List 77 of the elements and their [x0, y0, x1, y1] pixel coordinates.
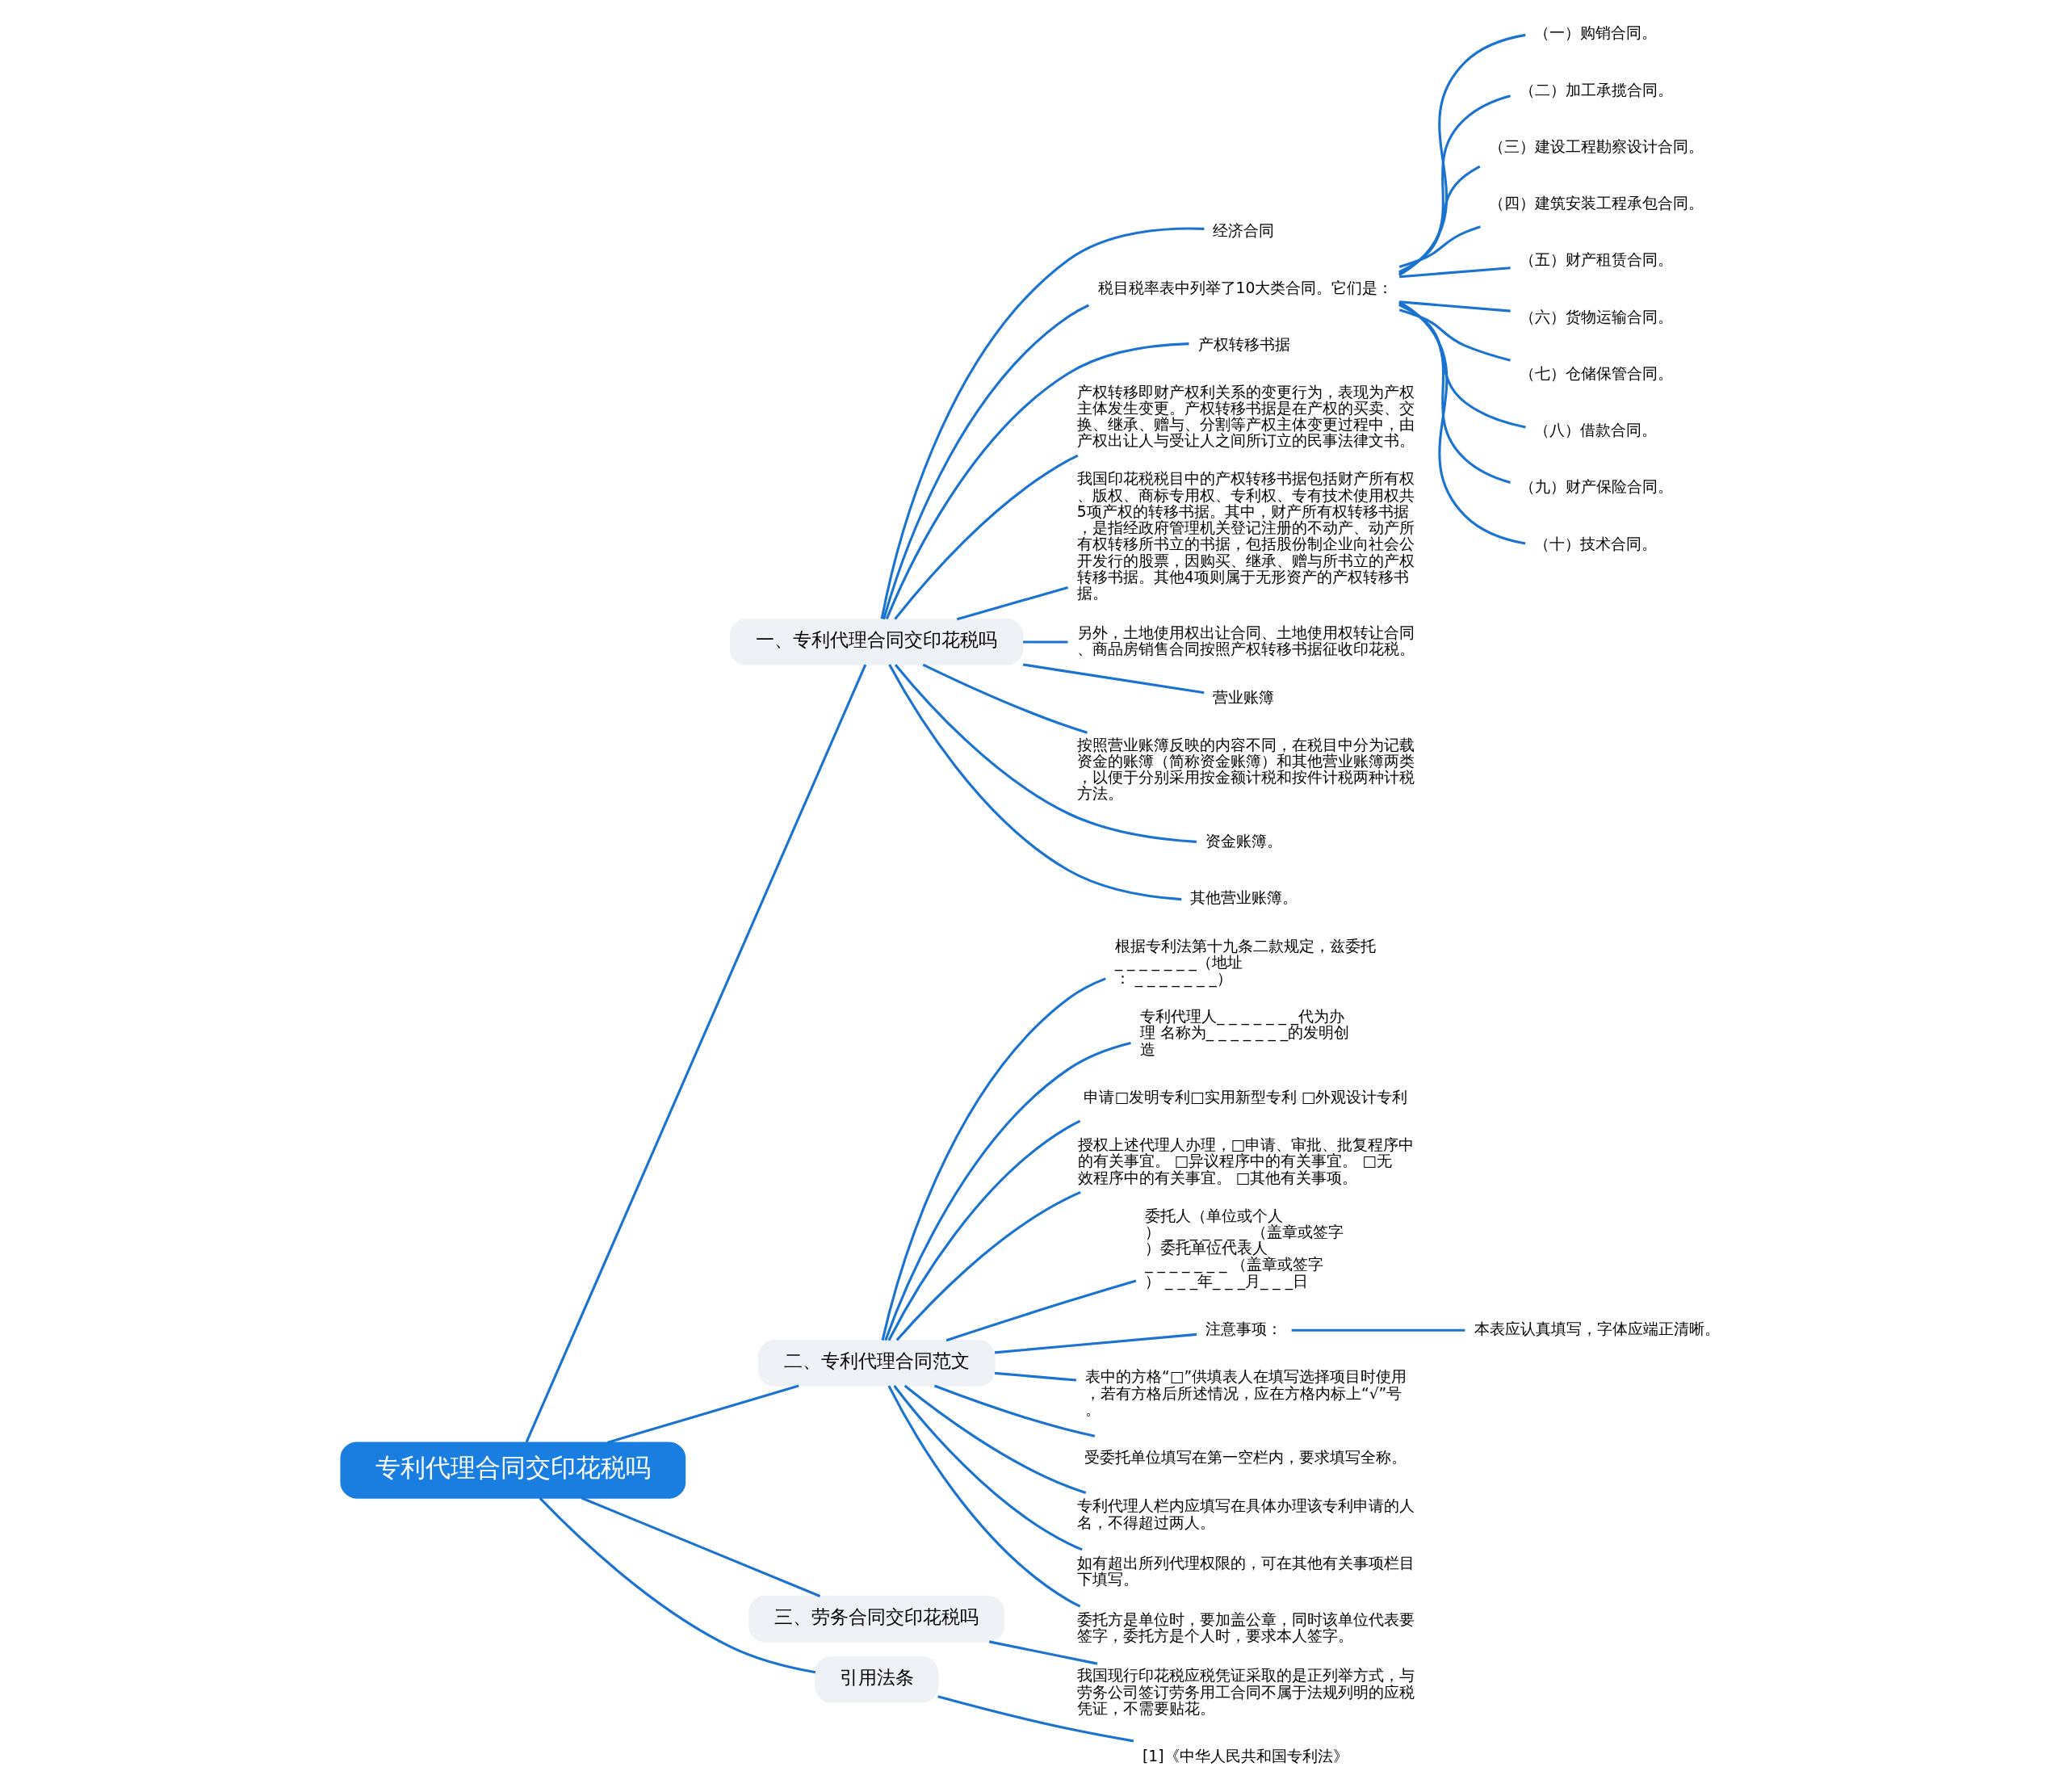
connector: [922, 663, 1088, 734]
node-text: 表中的方格“□”供填表人在填写选择项目时使用，若有方格后所述情况，应在方格内标上“√”号。: [1085, 1368, 1407, 1418]
connector: [1398, 165, 1481, 274]
connector: [1398, 308, 1511, 362]
connector: [937, 1695, 1134, 1743]
node-text: （七）仓储保管合同。: [1519, 364, 1673, 382]
node-text: 按照营业账簿反映的内容不同，在税目中分为记载资金的账簿（简称资金账簿）和其他营业账簿两类，以便于分别采用按金额计税和按件计税两种计税方法。: [1076, 736, 1415, 803]
node-text: 申请□发明专利□实用新型专利 □外观设计专利: [1084, 1088, 1408, 1106]
connector: [1023, 640, 1068, 644]
connector: [1291, 1328, 1465, 1332]
connector: [1399, 266, 1511, 279]
connector: [888, 664, 1182, 901]
connector: [893, 1385, 1083, 1551]
connector: [887, 1385, 1081, 1608]
node-text: 根据专利法第十九条二款规定，兹委托_ _ _ _ _ _ _（地址： _ _ _ _ _ _ _）: [1114, 937, 1376, 988]
node-text: 受委托单位填写在第一空栏内，要求填写全称。: [1084, 1449, 1407, 1467]
node-text: 授权上述代理人办理，□申请、审批、批复程序中的有关事宜。 □异议程序中的有关事宜。 □无效程序中的有关事宜。 □其他有关事项。: [1077, 1136, 1415, 1186]
connector: [894, 664, 1197, 843]
node-text: （一）购销合同。: [1534, 24, 1658, 42]
connector: [887, 1119, 1081, 1341]
node-text: 我国现行印花税应税凭证采取的是正列举方式，与劳务公司签订劳务用工合同不属于法规列明的应税凭证，不需要贴花。: [1076, 1667, 1415, 1717]
node-text: 营业账簿: [1213, 689, 1275, 707]
node-text: 另外，土地使用权出让合同、土地使用权转让合同、商品房销售合同按照产权转移书据征收印花税。: [1076, 623, 1415, 657]
node-text: （十）技术合同。: [1534, 535, 1658, 552]
connector: [994, 1371, 1077, 1382]
node-text: （四）建筑安装工程承包合同。: [1489, 195, 1704, 212]
node-text: 委托人（单位或个人） _ _ _ _ _ _ _ （盖章或签字）委托单位代表人_ _ _ _ _ _ _ （盖章或签字） _ _ _年_ _ _月_ _ _日: [1145, 1207, 1344, 1290]
node-text: （八）借款合同。: [1534, 422, 1658, 439]
connector: [525, 664, 867, 1443]
node-text: （六）货物运输合同。: [1519, 308, 1673, 325]
connector: [581, 1496, 821, 1597]
node-text: （三）建设工程勘察设计合同。: [1489, 137, 1704, 155]
connector: [933, 1384, 1096, 1437]
connector: [994, 1332, 1197, 1354]
node-text: 经济合同: [1213, 222, 1275, 240]
node-text: 专利代理人_ _ _ _ _ _ _代为办理 名称为_ _ _ _ _ _ _的发明创造: [1139, 1007, 1350, 1058]
node-text: 产权转移书据: [1197, 335, 1290, 353]
connector: [988, 1640, 1098, 1665]
node-box: 专利代理合同交印花税吗: [340, 1442, 686, 1499]
connector: [607, 1384, 799, 1444]
connector: [956, 586, 1068, 621]
node-text: （五）财产租赁合同。: [1519, 251, 1673, 269]
node-text: 专利代理人栏内应填写在具体办理该专利申请的人名，不得超过两人。: [1076, 1497, 1415, 1531]
connector: [895, 1190, 1081, 1341]
node-text: [1]《中华人民共和国专利法》: [1143, 1748, 1348, 1765]
node-text: 委托方是单位时，要加盖公章，同时该单位代表要签字，委托方是个人时，要求本人签字。: [1076, 1610, 1415, 1645]
node-text: （九）财产保险合同。: [1519, 478, 1673, 496]
node-box: 二、专利代理合同范文: [757, 1339, 996, 1387]
connector: [883, 304, 1090, 620]
node-text: 资金账簿。: [1205, 833, 1283, 850]
node-text: 注意事项：: [1205, 1320, 1283, 1338]
connector: [880, 227, 1205, 619]
connector: [1398, 225, 1481, 268]
connector: [894, 454, 1079, 620]
connector: [1022, 663, 1205, 695]
connector: [1398, 33, 1526, 276]
node-text: 产权转移即财产权利关系的变更行为，表现为产权主体发生变更。产权转移书据是在产权的买卖、交换、继承、赠与、分割等产权主体变更过程中，由产权出让人与受让人之间所订立的民事法律文书。: [1076, 383, 1415, 450]
node-text: 如有超出所列代理权限的，可在其他有关事项栏目下填写。: [1076, 1554, 1415, 1588]
node-text: （二）加工承揽合同。: [1519, 81, 1673, 99]
connector: [884, 1042, 1131, 1341]
connector: [539, 1497, 816, 1674]
node-text: 我国印花税税目中的产权转移书据包括财产所有权、版权、商标专用权、专利权、专有技术使用权共5项产权的转移书据。其中，财产所有权转移书据，是指经政府管理机关登记注册的不动产、动产所有权转移所书立的书据，包括股份制企业向社会公开发行的股票，因购买、继承、赠与所书立的产权转移书据。其他4项则属于无形资产的产权转移书据。: [1076, 470, 1415, 602]
node-box: 引用法条: [815, 1656, 939, 1703]
connector: [1399, 300, 1511, 313]
node-text: 税目税率表中列举了10大类合同。它们是：: [1097, 279, 1394, 296]
node-text: 其他营业账簿。: [1190, 889, 1298, 907]
node-box: 一、专利代理合同交印花税吗: [729, 619, 1024, 665]
connector: [1398, 94, 1511, 275]
connector: [885, 342, 1189, 619]
connector: [945, 1279, 1137, 1342]
connector: [1398, 303, 1526, 429]
node-box: 三、劳务合同交印花税吗: [748, 1595, 1005, 1643]
connector: [904, 1384, 1087, 1494]
connector: [1398, 301, 1511, 484]
connector: [881, 977, 1106, 1341]
connector: [1398, 300, 1526, 545]
node-text: 本表应认真填写，字体应端正清晰。: [1474, 1320, 1720, 1338]
